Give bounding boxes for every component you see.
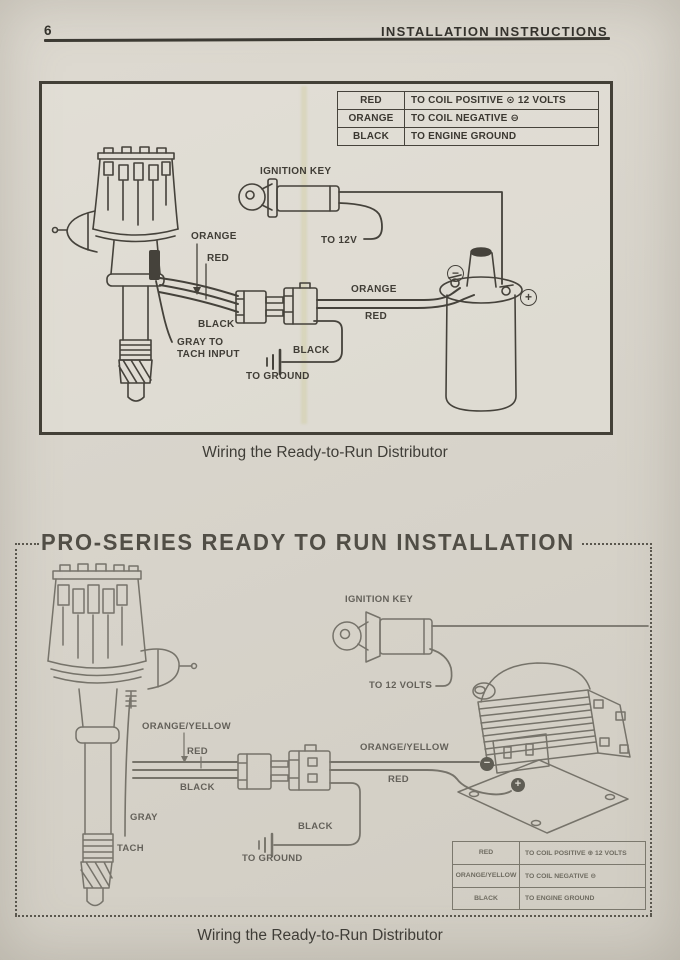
dotted-border-right (650, 547, 652, 915)
orange-yellow-label-right-2: ORANGE/YELLOW (360, 742, 449, 753)
wire-color-cell: ORANGE/YELLOW (453, 865, 520, 887)
coil-negative-terminal-badge-2: − (480, 757, 494, 771)
table-row: BLACK TO ENGINE GROUND (453, 888, 645, 909)
tach-label-2: TACH (117, 843, 144, 854)
wire-function-cell: TO COIL NEGATIVE ⊖ (525, 873, 597, 880)
distributor-2-harness-wires (132, 761, 238, 779)
header-rule (43, 37, 611, 42)
diagram2-caption: Wiring the Ready-to-Run Distributor (197, 927, 443, 944)
ignition-key-label-2: IGNITION KEY (345, 594, 413, 605)
red-wire-label-right-2: RED (388, 774, 409, 785)
coil-negative-terminal-badge-1: − (447, 265, 464, 282)
diagram1-caption: Wiring the Ready-to-Run Distributor (202, 444, 448, 461)
wire-color-cell: RED (453, 842, 520, 864)
to-12-volts-label-2: TO 12 VOLTS (369, 680, 433, 691)
black-ground-label-2: BLACK (298, 821, 333, 832)
red-wire-label-left-1: RED (207, 253, 230, 264)
wire-function-cell: TO COIL POSITIVE ⊙ 12 VOLTS (411, 95, 566, 106)
ground-wire-2 (258, 782, 361, 858)
red-wire-label-right-1: RED (365, 311, 388, 322)
wire-function-cell: TO ENGINE GROUND (525, 895, 595, 902)
red-wire-label-left-2: RED (187, 746, 208, 757)
orange-yellow-label-left-2: ORANGE/YELLOW (142, 721, 231, 732)
black-ground-label-1: BLACK (293, 345, 330, 356)
coil-positive-terminal-badge-2: + (511, 778, 525, 792)
black-wire-label-left-1: BLACK (198, 319, 235, 330)
orange-wire-label-left-1: ORANGE (191, 231, 237, 242)
coil-positive-terminal-badge-1: + (520, 289, 537, 306)
wire-color-cell: ORANGE (338, 110, 405, 127)
gray-wire-label-2: GRAY (130, 812, 158, 823)
wire-color-cell: BLACK (453, 888, 520, 909)
header-title: INSTALLATION INSTRUCTIONS (380, 24, 608, 39)
table-row: BLACK TO ENGINE GROUND (338, 128, 598, 145)
section2-title: PRO-SERIES READY TO RUN INSTALLATION (41, 529, 575, 555)
table-row: RED TO COIL POSITIVE ⊕ 12 VOLTS (453, 842, 645, 865)
orange-wire-label-right-1: ORANGE (351, 284, 397, 295)
dotted-border-left (15, 549, 17, 915)
gray-tach-label-line1-1: GRAY TO (177, 337, 224, 348)
connector-2-drawing (237, 744, 331, 791)
to-ground-label-1: TO GROUND (246, 371, 310, 382)
gray-tach-label-line2-1: TACH INPUT (177, 349, 240, 360)
scan-streak (301, 86, 307, 424)
wire-function-cell: TO COIL POSITIVE ⊕ 12 VOLTS (525, 850, 627, 857)
black-wire-label-left-2: BLACK (180, 782, 215, 793)
to-ground-label-2: TO GROUND (242, 853, 303, 864)
wire-color-cell: RED (338, 92, 405, 109)
wire-function-cell: TO COIL NEGATIVE ⊖ (411, 113, 520, 124)
table-row: ORANGE/YELLOW TO COIL NEGATIVE ⊖ (453, 865, 645, 888)
wire-function-cell: TO ENGINE GROUND (411, 131, 517, 142)
page-number: 6 (44, 23, 53, 38)
dotted-border-top-right (582, 543, 652, 545)
table-row: RED TO COIL POSITIVE ⊙ 12 VOLTS (338, 92, 598, 110)
ignition-key-2-drawing (332, 611, 649, 687)
distributor-2-drawing (47, 563, 198, 907)
wire-color-table-1: RED TO COIL POSITIVE ⊙ 12 VOLTS ORANGE T… (337, 91, 599, 146)
wire-color-cell: BLACK (338, 128, 405, 145)
wire-color-table-2: RED TO COIL POSITIVE ⊕ 12 VOLTS ORANGE/Y… (452, 841, 646, 910)
table-row: ORANGE TO COIL NEGATIVE ⊖ (338, 110, 598, 128)
ignition-key-label-1: IGNITION KEY (260, 166, 332, 177)
coil-2-drawing (457, 662, 631, 834)
to-12v-label-1: TO 12V (321, 235, 358, 246)
dotted-border-top-left (15, 543, 39, 545)
dotted-border-bottom (15, 915, 652, 917)
